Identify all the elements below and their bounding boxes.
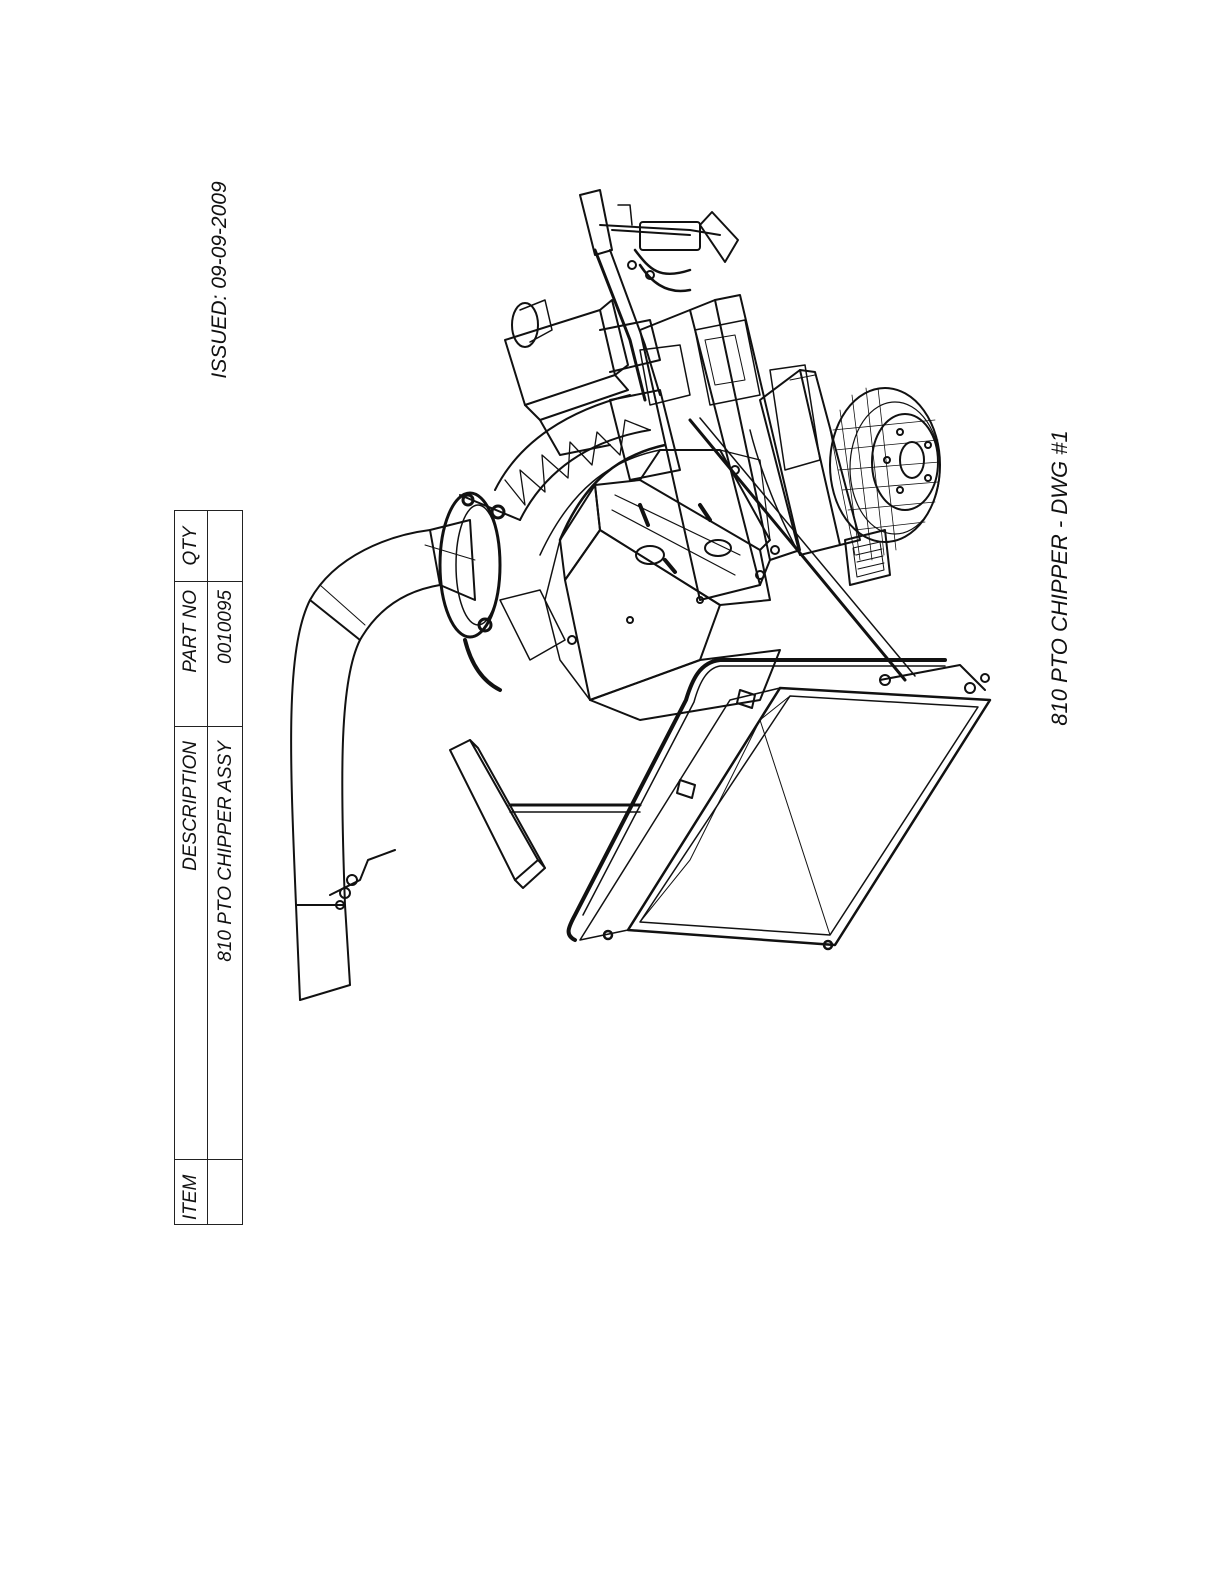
rotor-housing-cowl	[495, 395, 665, 555]
discharge-chute	[291, 520, 475, 1000]
block-part	[450, 740, 545, 888]
drawing-title: 810 PTO CHIPPER - DWG #1	[1043, 398, 1077, 758]
chassis-frame	[610, 295, 820, 600]
wheel-fender	[750, 370, 860, 555]
chute-flange	[440, 493, 520, 690]
axle-bar	[510, 418, 915, 812]
rotor-housing	[500, 450, 780, 720]
pto-hitch	[580, 190, 738, 400]
feed-hopper	[580, 688, 990, 949]
